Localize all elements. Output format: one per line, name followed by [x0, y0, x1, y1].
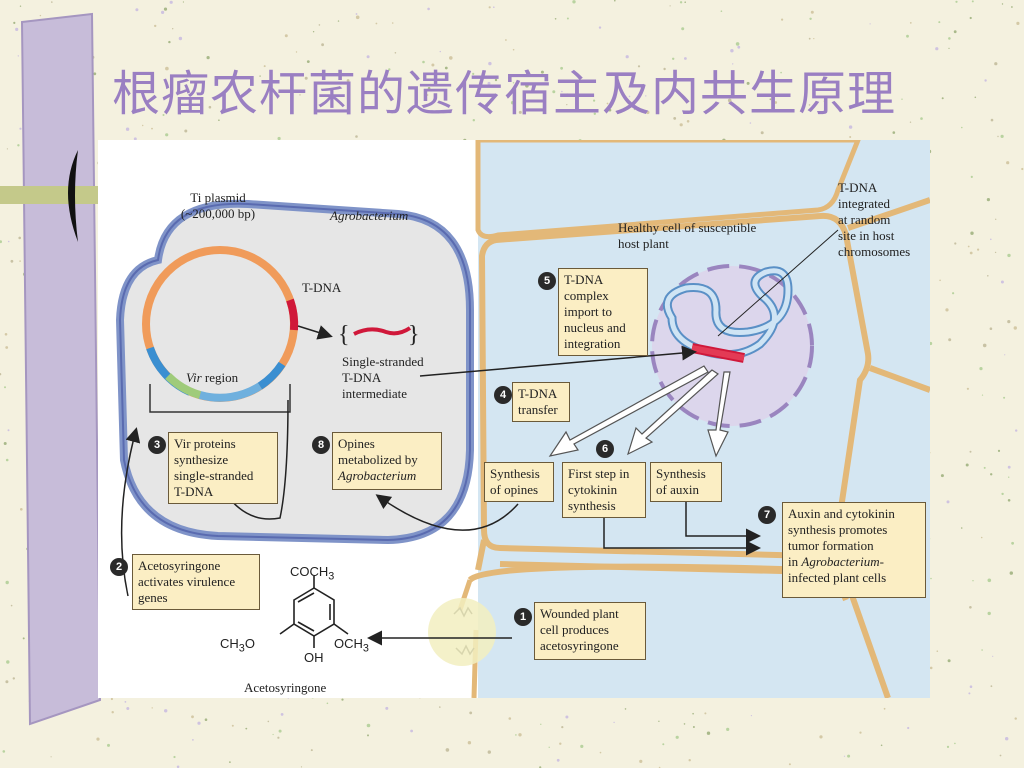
ti-plasmid — [142, 246, 299, 402]
tdna-segment — [286, 298, 299, 331]
step-7-badge: 7 — [758, 506, 776, 524]
ti-plasmid-label: Ti plasmid (~200,000 bp) — [180, 190, 256, 221]
chem-oh: OH — [304, 650, 324, 665]
decorative-stem — [0, 12, 102, 726]
step-3-badge: 3 — [148, 436, 166, 454]
acetosyringone-caption: Acetosyringone — [244, 680, 327, 695]
step-8-badge: 8 — [312, 436, 330, 454]
expression-arrows — [548, 365, 731, 458]
step-4-badge: 4 — [494, 386, 512, 404]
chem-coch3: COCH3 — [290, 564, 335, 583]
wound-glow — [428, 598, 496, 666]
stem-band — [0, 186, 100, 204]
infection-diagram: { } Ti plasmid (~200,000 bp) Agrobacteri… — [98, 140, 930, 698]
healthy-cell-label: Healthy cell of susceptible host plant — [618, 220, 757, 251]
single-stranded-label: Single-stranded T-DNA intermediate — [342, 354, 424, 401]
step-2-badge: 2 — [110, 558, 128, 576]
tdna-label: T-DNA — [302, 280, 342, 295]
host-nucleus — [650, 264, 814, 428]
svg-text:{: { — [338, 322, 350, 348]
chem-ch3o: CH3O — [220, 636, 255, 655]
chem-och3: OCH3 — [334, 636, 369, 655]
single-stranded-tdna — [353, 326, 412, 336]
step-6-badge: 6 — [596, 440, 614, 458]
page-title: 根瘤农杆菌的遗传宿主及内共生原理 — [112, 66, 897, 122]
vir-region-label: Vir region — [186, 370, 239, 385]
tdna-integrated-label: T-DNA integrated at random site in host … — [838, 180, 911, 259]
step-1-badge: 1 — [514, 608, 532, 626]
leaf-icon — [68, 150, 78, 242]
acetosyringone-structure — [279, 576, 349, 648]
step-5-badge: 5 — [538, 272, 556, 290]
svg-text:}: } — [408, 322, 420, 348]
vir-bracket — [149, 384, 291, 413]
agrobacterium-label: Agrobacterium — [330, 208, 409, 223]
